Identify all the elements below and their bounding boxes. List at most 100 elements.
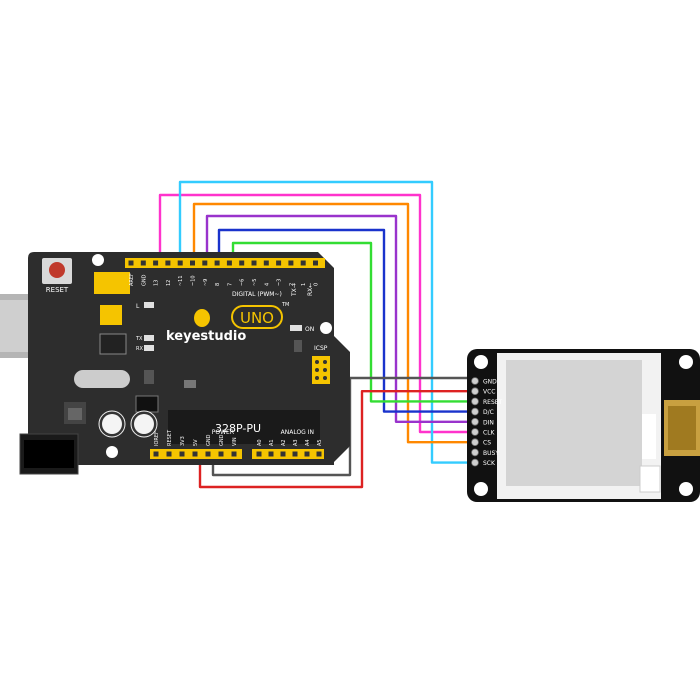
on-label: ON [305, 326, 314, 333]
smd-part [184, 380, 196, 388]
header-pin [214, 260, 220, 266]
module-pin [471, 397, 479, 406]
module-pin-label: RESET [483, 399, 503, 406]
display-edge [642, 414, 656, 459]
wire [217, 228, 472, 413]
header-pin [128, 260, 134, 266]
module-pin-label: GND [483, 379, 497, 386]
uno-badge [231, 305, 283, 329]
module-pin [471, 438, 479, 447]
header-pin [192, 451, 198, 457]
header-pin [239, 260, 245, 266]
header-pin [256, 451, 262, 457]
mounting-hole [474, 482, 488, 496]
wire [198, 390, 472, 489]
pin-label: 3V3 [180, 436, 186, 446]
pin-label: 12 [166, 280, 172, 286]
digital-pin-holes [128, 260, 318, 266]
tx-led-label: TX [135, 336, 143, 342]
wire [158, 193, 472, 434]
pin-label: 13 [154, 280, 160, 286]
power-jack-inner [24, 440, 74, 468]
module-pin-label: VCC [483, 389, 495, 396]
pin-label: ~6 [240, 279, 246, 286]
rx-arrow-label: RX← [307, 283, 314, 296]
header-pin [300, 260, 306, 266]
pin-label: 8 [215, 283, 221, 286]
reset-label: RESET [46, 286, 69, 294]
module-pin-label: SCK [483, 460, 496, 467]
module-pin [471, 458, 479, 467]
icsp-pin [315, 376, 319, 380]
crystal [74, 370, 130, 388]
pin-label: ~5 [252, 279, 258, 286]
keyestudio-logo: keyestudio [166, 309, 246, 344]
pin-label: 7 [227, 283, 233, 286]
capacitor-top [102, 414, 122, 434]
small-header [94, 272, 130, 294]
module-pin-label: DIN [483, 419, 494, 426]
module-pin-label: D/C [483, 409, 494, 416]
small-chip [135, 395, 159, 413]
power-pin-holes [153, 451, 237, 457]
header-pin [218, 451, 224, 457]
wire [192, 202, 472, 444]
pin-label: A3 [293, 439, 299, 446]
mounting-hole [320, 322, 332, 334]
module-pin [471, 407, 479, 416]
wire [231, 241, 472, 403]
analog-label: ANALOG IN [281, 429, 314, 436]
header-pin [288, 260, 294, 266]
mounting-hole [679, 355, 693, 369]
pin-label: 0 [314, 283, 320, 286]
icsp-pin [315, 360, 319, 364]
header-pin [263, 260, 269, 266]
l-led [144, 302, 154, 308]
display-corner [639, 465, 661, 493]
pin-label: 1 [301, 283, 307, 286]
wire [178, 180, 472, 464]
module-pin-label: BUSY [483, 450, 499, 457]
pin-label: GND [206, 434, 212, 446]
l-led-label: L [136, 303, 140, 310]
rx-led [144, 345, 154, 351]
pin-label: ~11 [178, 275, 184, 286]
brand-text: keyestudio [166, 329, 246, 344]
arduino-board: RESET L TX RX keyestudio [0, 252, 350, 475]
header-pin [190, 260, 195, 266]
header-pin [313, 260, 318, 266]
header-pin [276, 260, 282, 266]
fpc-inner [668, 406, 696, 450]
capacitor-top [134, 414, 154, 434]
usb-chip [99, 333, 127, 355]
header-pin [226, 260, 232, 266]
pin-label: A2 [281, 439, 287, 446]
analog-pin-holes [256, 451, 322, 457]
header-pin [202, 260, 208, 266]
pin-label: RESET [167, 429, 173, 446]
uno-text: UNO [240, 309, 274, 327]
wires [158, 180, 472, 489]
header-pin [140, 260, 146, 266]
pin-label: ~10 [191, 275, 197, 286]
resistor-small [294, 340, 302, 352]
module-pin [471, 417, 479, 426]
pin-label: VIN [232, 437, 238, 446]
pin-label: ~9 [203, 279, 209, 286]
header-pin [268, 451, 274, 457]
module-pin [471, 448, 479, 457]
pin-label: 2 [289, 283, 295, 286]
module-pin-label: CLK [483, 430, 496, 437]
icsp-pin [323, 368, 327, 372]
tx-arrow-label: TX→ [291, 283, 298, 297]
header-pin [292, 451, 298, 457]
digital-label: DIGITAL (PWM~) [232, 291, 282, 298]
pin-label: IOREF [154, 431, 160, 446]
reset-button[interactable] [49, 262, 65, 278]
pin-label: AREF [129, 273, 135, 286]
header-pin [251, 260, 257, 266]
